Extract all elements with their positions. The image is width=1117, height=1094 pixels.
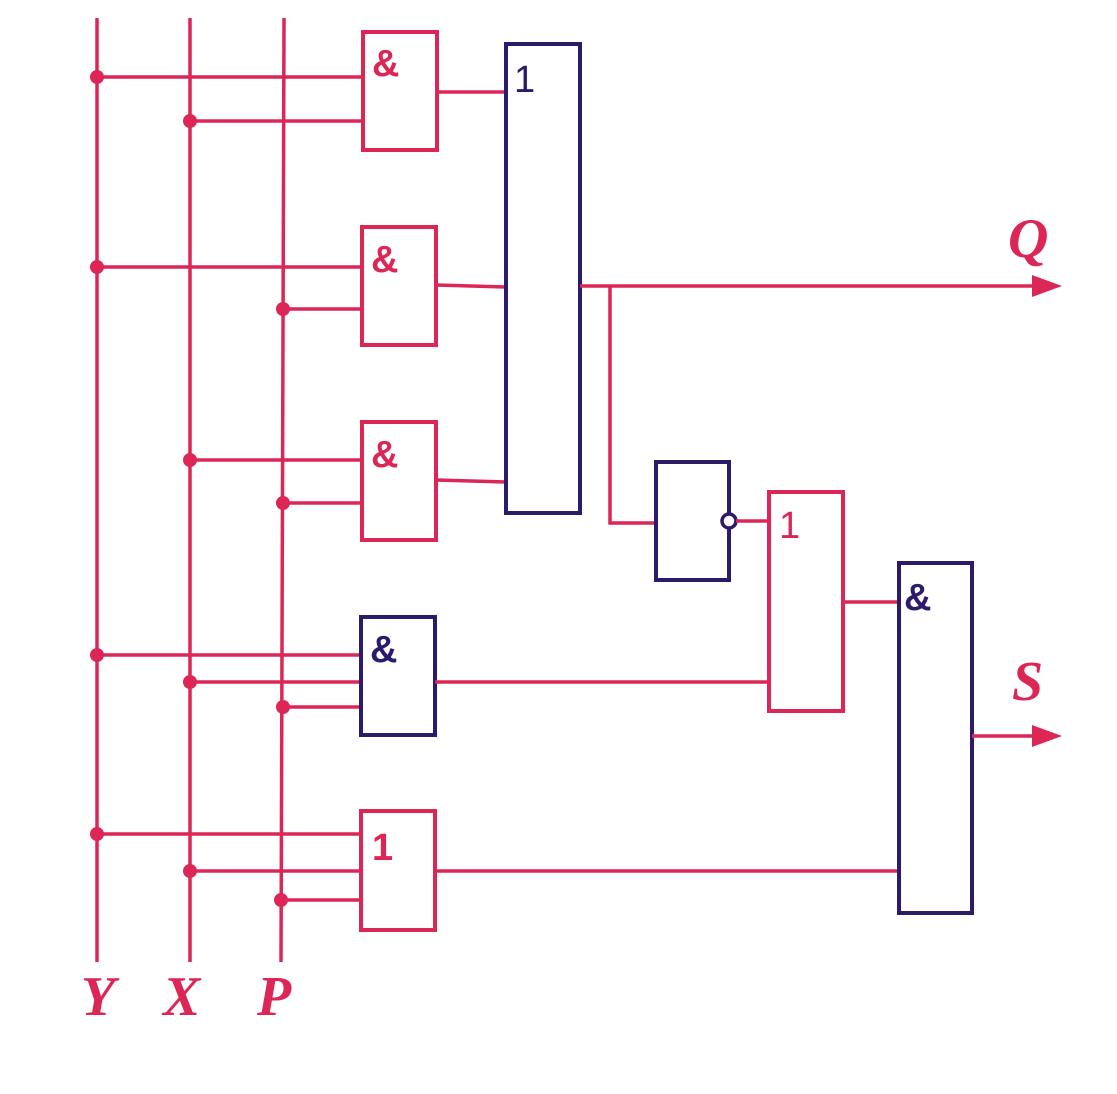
- junction-dot: [276, 302, 290, 316]
- junction-dot: [90, 827, 104, 841]
- and-gate-final-symbol: &: [904, 577, 931, 619]
- input-line-p: [279, 17, 286, 963]
- and-gate-1-symbol: &: [372, 43, 399, 85]
- s-arrow-head: [1032, 725, 1062, 747]
- output-label-s: S: [1012, 651, 1043, 713]
- junction-dot: [90, 70, 104, 84]
- junction-dot: [276, 496, 290, 510]
- or-gate-main-symbol: 1: [514, 59, 535, 101]
- junction-dot: [90, 648, 104, 662]
- and-gate-final: [897, 561, 974, 915]
- or-gate-second-symbol: 1: [779, 505, 800, 547]
- junction-dot: [90, 260, 104, 274]
- junction-dot: [183, 864, 197, 878]
- input-label-p: P: [256, 966, 292, 1028]
- inversion-bubble-icon: [720, 512, 738, 530]
- junction-dot: [276, 700, 290, 714]
- or-gate-1-symbol: 1: [372, 827, 393, 869]
- junction-dot: [183, 114, 197, 128]
- q-arrow-head: [1032, 275, 1062, 297]
- output-label-q: Q: [1008, 208, 1048, 270]
- and-gate-4-symbol: &: [370, 629, 397, 671]
- and-gate-2-symbol: &: [371, 239, 398, 281]
- junction-dot: [274, 893, 288, 907]
- wire-and3-out: [435, 478, 507, 484]
- and-gate-4: [359, 615, 437, 737]
- junction-dot: [183, 675, 197, 689]
- wire-q-to-not: [608, 286, 656, 525]
- input-label-x: X: [161, 966, 202, 1028]
- or-gate-main: [504, 42, 582, 515]
- junction-dot: [183, 453, 197, 467]
- wire-and2-out: [435, 283, 507, 289]
- and-gate-3-symbol: &: [371, 434, 398, 476]
- input-label-y: Y: [81, 966, 120, 1028]
- not-gate: [654, 460, 731, 582]
